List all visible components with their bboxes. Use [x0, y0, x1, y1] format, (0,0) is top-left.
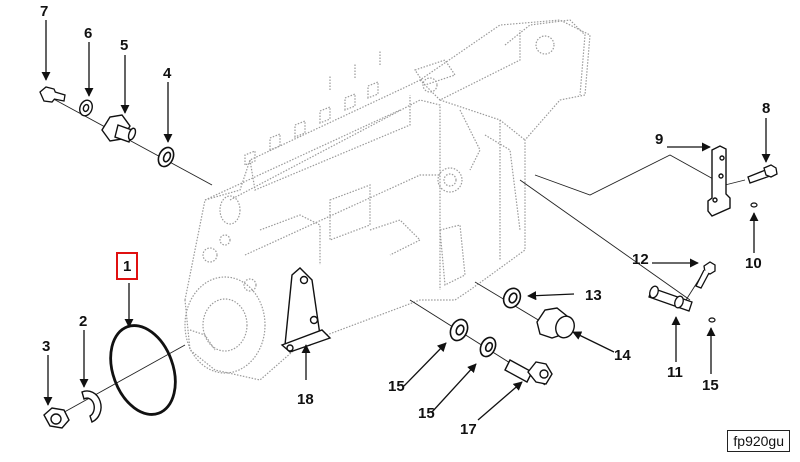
lever-part — [707, 145, 731, 217]
callout-1[interactable]: 1 — [123, 258, 132, 275]
sealing-washer-b-part — [479, 336, 497, 358]
callout-11[interactable]: 11 — [667, 364, 683, 381]
o-ring-part — [109, 324, 177, 416]
pin-16-part — [708, 317, 716, 323]
callout-2[interactable]: 2 — [79, 313, 88, 330]
shaft-link-part — [648, 285, 693, 312]
small-washer-part — [79, 99, 93, 117]
callout-5[interactable]: 5 — [120, 37, 129, 54]
lock-washer-part — [81, 390, 102, 423]
figure-id: fp920gu — [727, 430, 790, 452]
bolt-part — [747, 164, 778, 184]
washer-13-part — [502, 287, 522, 309]
bracket-part — [280, 267, 332, 353]
callout-18[interactable]: 18 — [297, 391, 314, 408]
cap-nut-part — [536, 307, 575, 339]
callout-10[interactable]: 10 — [745, 255, 762, 272]
callout-4[interactable]: 4 — [163, 65, 172, 82]
callout-12[interactable]: 12 — [632, 251, 649, 268]
callout-15b[interactable]: 15 — [418, 405, 435, 422]
pin-10-part — [750, 202, 758, 208]
callout-16[interactable]: 15 — [702, 377, 719, 394]
plug-fitting-part — [101, 114, 137, 143]
callout-15a[interactable]: 15 — [388, 378, 405, 395]
callout-6[interactable]: 6 — [84, 25, 93, 42]
callout-14[interactable]: 14 — [614, 347, 631, 364]
hex-nut-part — [43, 407, 70, 429]
callout-3[interactable]: 3 — [42, 338, 51, 355]
callout-8[interactable]: 8 — [762, 100, 771, 117]
callout-1-highlight — [116, 252, 138, 280]
bleed-screw-part — [39, 86, 66, 103]
washer-part — [157, 146, 175, 168]
callout-13[interactable]: 13 — [585, 287, 602, 304]
banjo-bolt-part — [504, 359, 553, 385]
sealing-washer-a-part — [449, 318, 469, 342]
leader-arrows — [41, 20, 771, 421]
callout-17[interactable]: 17 — [460, 421, 477, 438]
pump-body — [184, 19, 591, 381]
callout-7[interactable]: 7 — [40, 3, 49, 20]
screw-part — [695, 261, 716, 289]
callout-9[interactable]: 9 — [655, 131, 664, 148]
